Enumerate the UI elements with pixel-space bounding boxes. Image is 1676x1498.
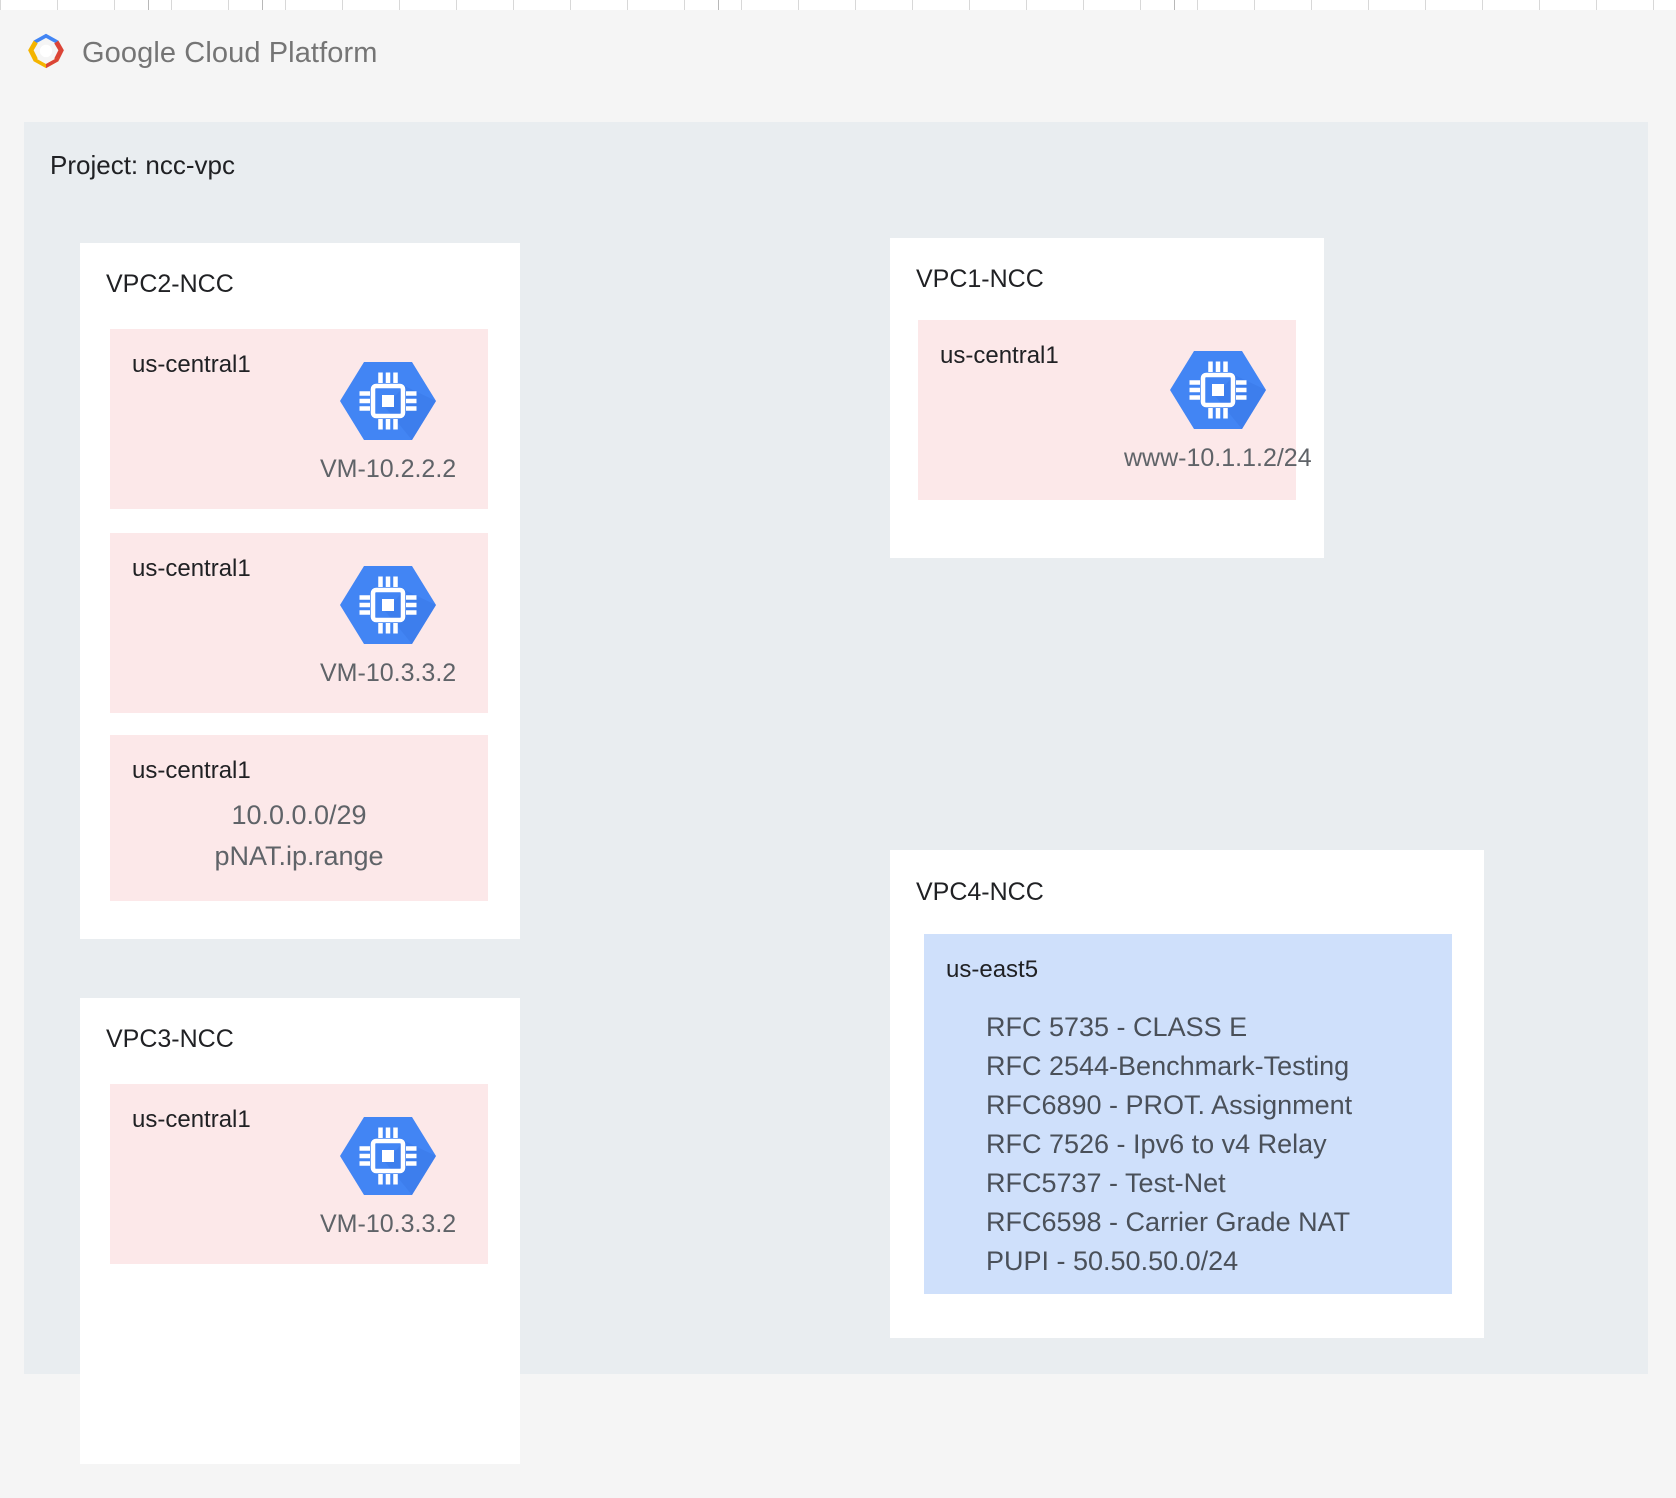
vm-label: VM-10.2.2.2 <box>320 455 457 483</box>
vpc-card-vpc1[interactable]: VPC1-NCC us-central1 <box>890 238 1324 558</box>
region-name: us-central1 <box>940 342 1059 369</box>
brand-cloud-platform: Cloud Platform <box>176 36 378 69</box>
rfc-line: RFC5737 - Test-Net <box>986 1168 1226 1198</box>
region-name: us-central1 <box>132 555 251 582</box>
region-box: us-east5 RFC 5735 - CLASS E RFC 2544-Ben… <box>924 934 1452 1294</box>
vpc-title: VPC1-NCC <box>916 265 1044 293</box>
page-header: Google Cloud Platform <box>0 10 1676 114</box>
rfc-range-list: RFC 5735 - CLASS E RFC 2544-Benchmark-Te… <box>986 1008 1352 1281</box>
region-name: us-central1 <box>132 1106 251 1133</box>
vm-label: VM-10.3.3.2 <box>320 1210 457 1238</box>
brand-text: Google Cloud Platform <box>82 37 377 70</box>
diagram-canvas: Google Cloud Platform Project: ncc-vpc V… <box>0 10 1676 1498</box>
vpc-title: VPC4-NCC <box>916 878 1044 906</box>
vpc-card-vpc3[interactable]: VPC3-NCC us-central1 <box>80 998 520 1464</box>
vpc-card-vpc2[interactable]: VPC2-NCC us-central1 <box>80 243 520 939</box>
vm-block: www-10.1.1.2/24 <box>1124 342 1312 473</box>
ruler-major-tick <box>148 0 149 10</box>
project-label: Project: ncc-vpc <box>50 150 235 180</box>
region-box: us-central1 10.0.0.0/29 pNAT.ip.range <box>110 735 488 901</box>
ruler-major-tick <box>1174 0 1175 10</box>
vm-label: VM-10.3.3.2 <box>320 659 457 687</box>
rfc-line: RFC6598 - Carrier Grade NAT <box>986 1207 1351 1237</box>
region-box: us-central1 <box>110 329 488 509</box>
rfc-line: RFC6890 - PROT. Assignment <box>986 1090 1353 1120</box>
ruler-major-tick <box>718 0 719 10</box>
vm-label: www-10.1.1.2/24 <box>1124 444 1312 472</box>
rfc-line: PUPI - 50.50.50.0/24 <box>986 1246 1239 1276</box>
nat-range-cidr: 10.0.0.0/29 <box>231 800 367 830</box>
vpc-card-vpc4[interactable]: VPC4-NCC us-east5 RFC 5735 - CLASS E RFC… <box>890 850 1484 1338</box>
rfc-line: RFC 7526 - Ipv6 to v4 Relay <box>986 1129 1327 1159</box>
rfc-line: RFC 2544-Benchmark-Testing <box>986 1051 1350 1081</box>
region-name: us-east5 <box>946 956 1039 983</box>
region-name: us-central1 <box>132 351 251 378</box>
region-box: us-central1 <box>918 320 1312 500</box>
vm-block: VM-10.3.3.2 <box>320 1108 456 1239</box>
compute-engine-vm-icon <box>1169 342 1266 438</box>
region-box: us-central1 <box>110 533 488 713</box>
brand-google: Google <box>82 36 177 69</box>
vpc-title: VPC2-NCC <box>106 270 234 298</box>
ruler-strip <box>0 0 1676 10</box>
google-cloud-platform-logo-icon <box>24 31 68 75</box>
project-container: Project: ncc-vpc VPC2-NCC us-central1 <box>24 122 1648 1464</box>
vm-block: VM-10.3.3.2 <box>320 557 456 688</box>
nat-range-name: pNAT.ip.range <box>214 841 384 871</box>
rfc-line: RFC 5735 - CLASS E <box>986 1012 1248 1042</box>
compute-engine-vm-icon <box>340 1108 437 1204</box>
vpc-title: VPC3-NCC <box>106 1025 234 1053</box>
nat-range-block: 10.0.0.0/29 pNAT.ip.range <box>110 795 488 877</box>
region-box: us-central1 <box>110 1084 488 1264</box>
region-name: us-central1 <box>132 757 251 784</box>
compute-engine-vm-icon <box>340 557 437 653</box>
compute-engine-vm-icon <box>340 353 437 449</box>
vm-block: VM-10.2.2.2 <box>320 353 456 484</box>
brand: Google Cloud Platform <box>24 31 377 75</box>
ruler-major-tick <box>262 0 263 10</box>
